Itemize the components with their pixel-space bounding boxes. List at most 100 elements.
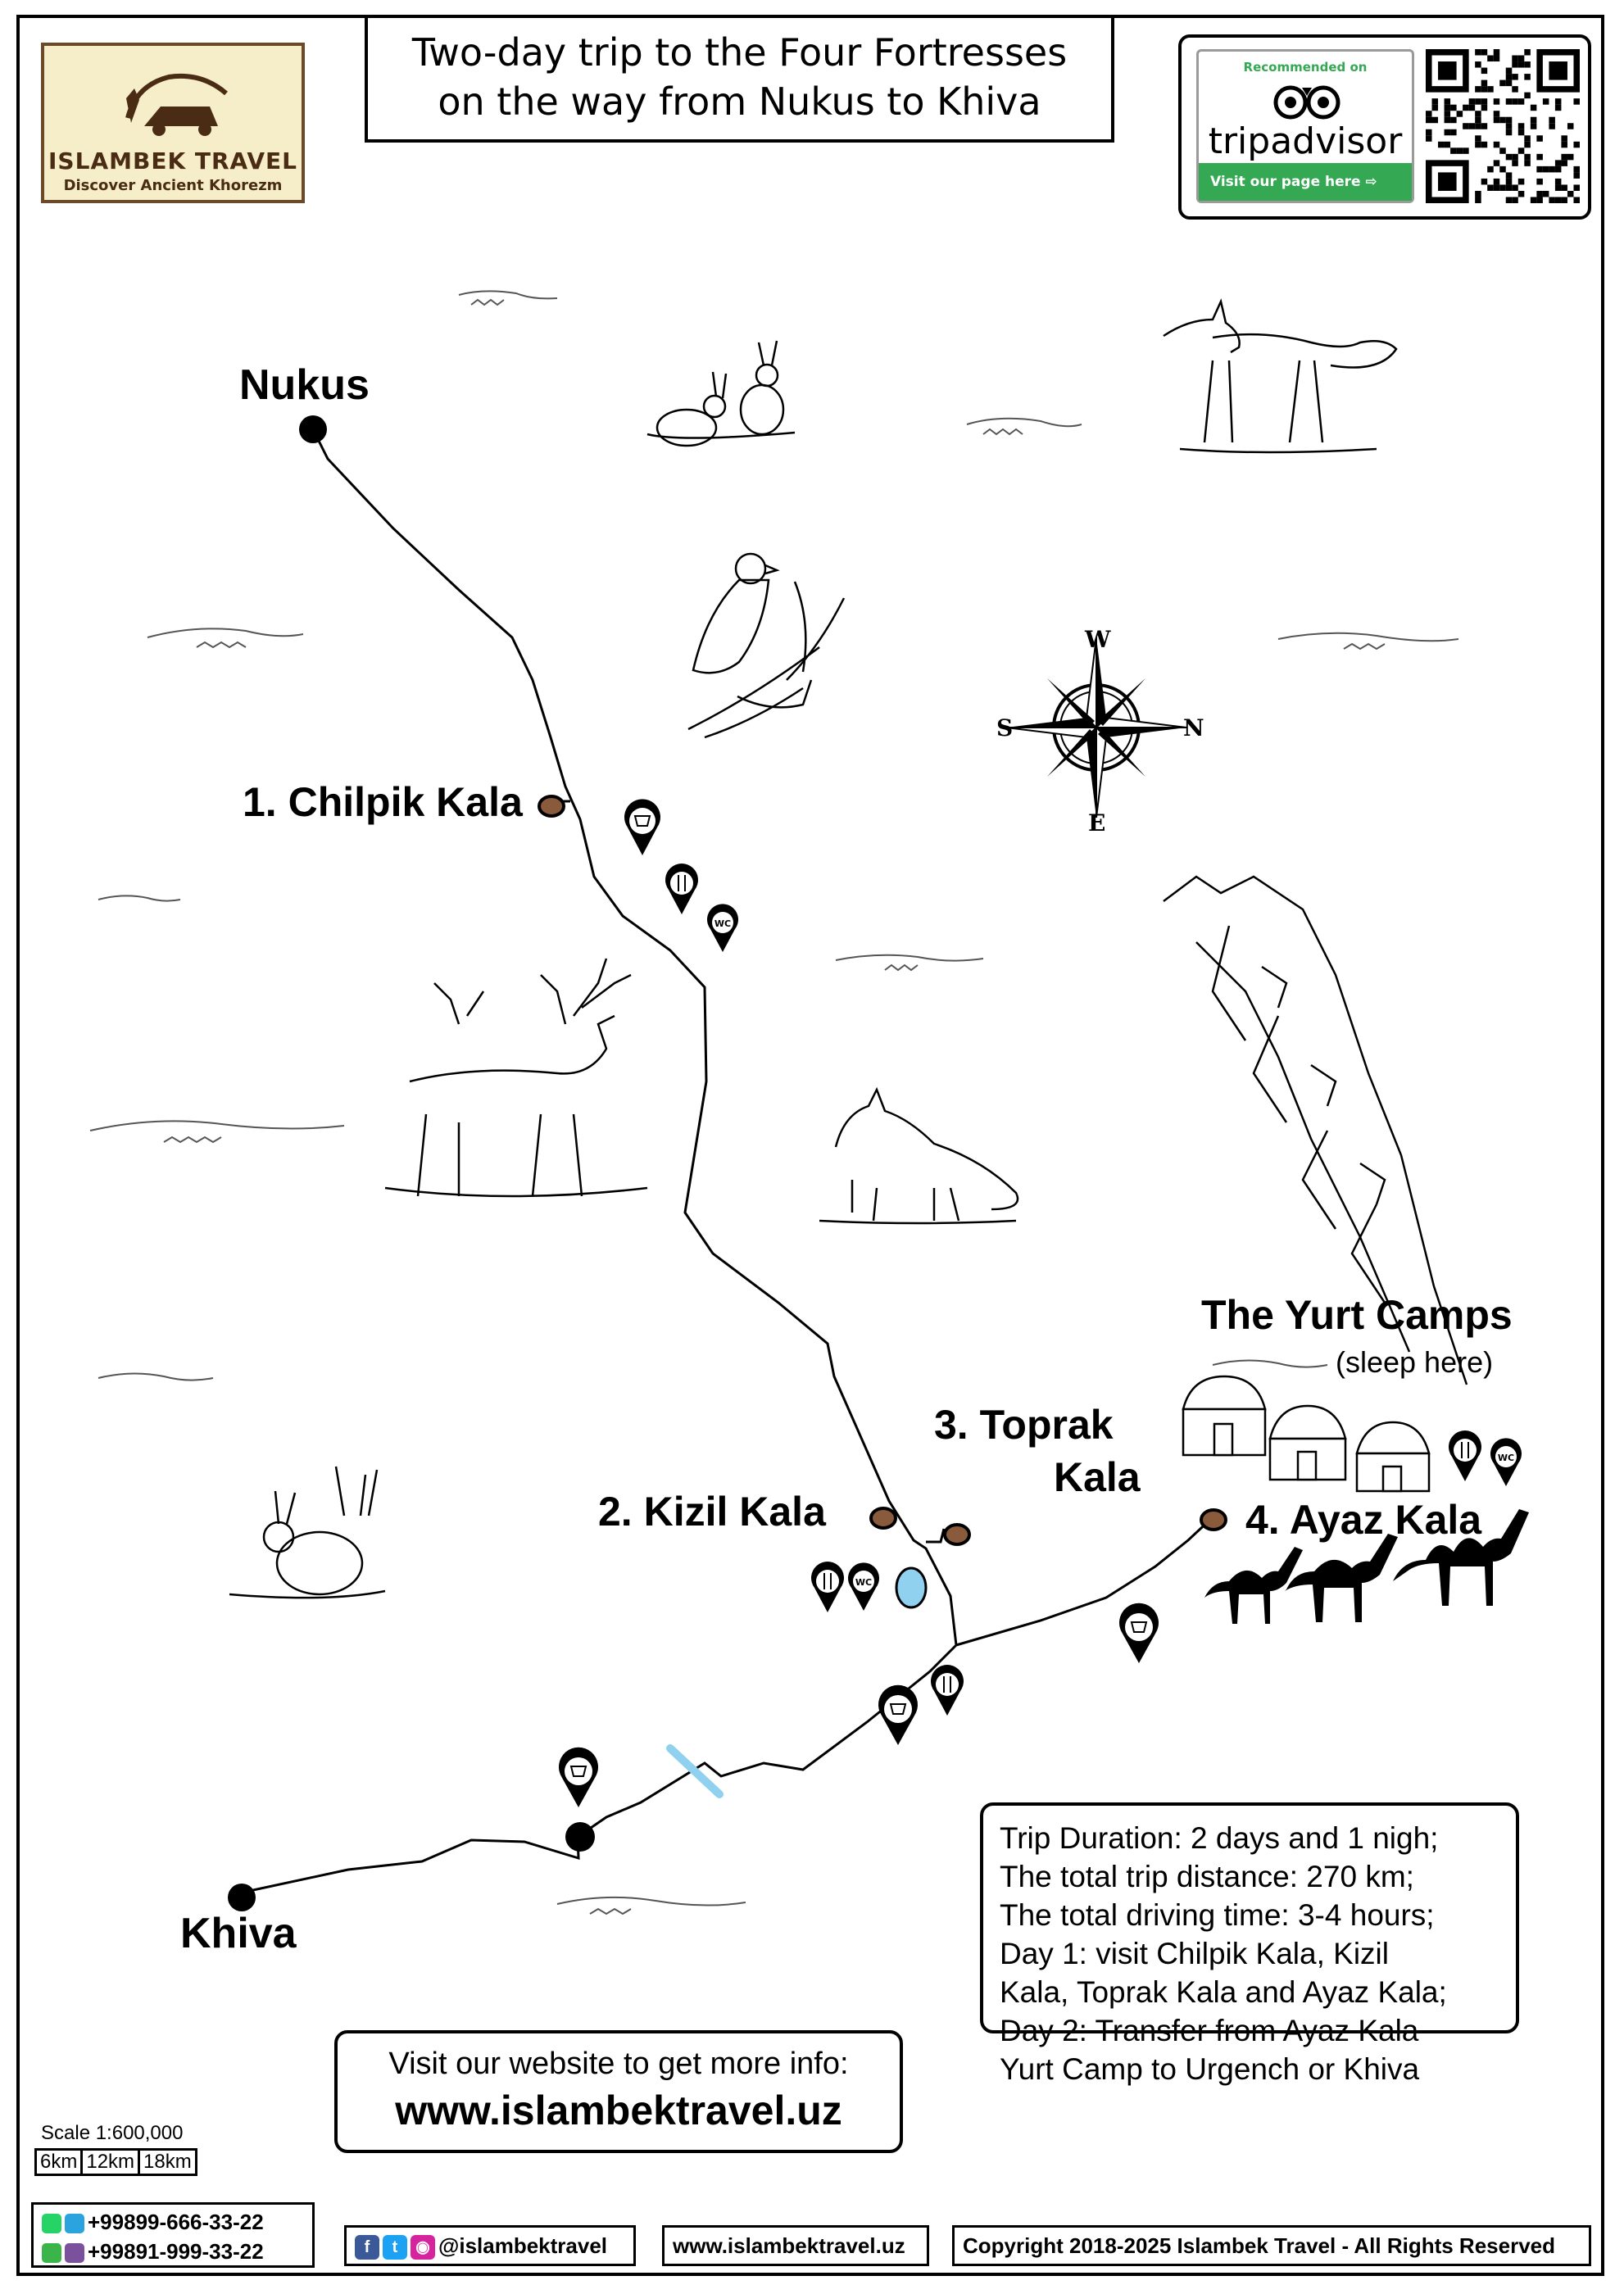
compass-s: S xyxy=(996,714,1014,741)
info-line: The total trip distance: 270 km; xyxy=(1000,1860,1414,1893)
brand-logo[interactable]: ISLAMBEK TRAVEL Discover Ancient Khorezm xyxy=(41,43,305,203)
footer-website-url: www.islambektravel.uz xyxy=(673,2233,905,2258)
rabbit-sketch xyxy=(229,1466,386,1599)
site-label-chilpik: 1. Chilpik Kala xyxy=(243,779,523,825)
shop-icon xyxy=(559,1747,598,1807)
wc-icon: WC xyxy=(848,1562,879,1611)
tripadvisor-recommended: Recommended on xyxy=(1243,60,1368,75)
scale-tick: 12km xyxy=(83,2151,141,2174)
restaurant-icon xyxy=(931,1665,964,1716)
title-line-1: Two-day trip to the Four Fortresses xyxy=(411,30,1068,75)
svg-text:WC: WC xyxy=(855,1577,872,1588)
site-label-toprak-1: 3. Toprak xyxy=(934,1402,1114,1448)
restaurant-icon xyxy=(1449,1430,1481,1481)
phone-2[interactable]: +99891-999-33-22 xyxy=(42,2239,264,2265)
tripadvisor-badge[interactable]: Recommended on tripadvisor Visit our pag… xyxy=(1178,34,1591,220)
tripadvisor-logo: tripadvisor xyxy=(1199,120,1412,162)
info-line: Trip Duration: 2 days and 1 nigh; xyxy=(1000,1821,1439,1855)
fox-sketch xyxy=(1163,298,1398,454)
svg-text:WC: WC xyxy=(1498,1453,1514,1463)
route-line xyxy=(241,428,1214,1894)
viber-icon xyxy=(65,2243,84,2264)
owl-icon xyxy=(1273,85,1340,120)
phone-1[interactable]: +99899-666-33-22 xyxy=(42,2210,264,2235)
fortress-marker-kizil xyxy=(869,1507,897,1530)
brand-tagline: Discover Ancient Khorezm xyxy=(63,177,283,194)
fortress-marker-toprak xyxy=(943,1523,971,1546)
restaurant-icon xyxy=(811,1562,844,1612)
twitter-icon: t xyxy=(383,2235,407,2260)
city-label-khiva: Khiva xyxy=(180,1910,297,1957)
junction-dot xyxy=(565,1822,595,1852)
info-line: Yurt Camp to Urgench or Khiva xyxy=(1000,2052,1420,2086)
shop-icon xyxy=(1119,1603,1159,1663)
arrow-right-icon: ⇨ xyxy=(1365,174,1377,190)
compass-e: E xyxy=(1088,809,1106,836)
scale-tick: 6km xyxy=(37,2151,84,2174)
fortress-markers xyxy=(538,795,1227,1546)
fortress-marker-chilpik xyxy=(538,795,565,818)
tripadvisor-cta[interactable]: Visit our page here ⇨ xyxy=(1199,163,1412,201)
info-line: Day 1: visit Chilpik Kala, Kizil xyxy=(1000,1937,1389,1970)
phone-2-number: +99891-999-33-22 xyxy=(88,2239,264,2264)
rabbits-sketch xyxy=(646,340,796,447)
mountain-sketch xyxy=(1163,875,1468,1385)
facebook-icon: f xyxy=(355,2235,379,2260)
yurts-sketch xyxy=(1182,1375,1431,1493)
wc-icon: WC xyxy=(1490,1438,1522,1486)
scale-bar: 6km 12km 18km xyxy=(34,2148,197,2176)
compass-rose xyxy=(1005,637,1187,818)
info-line: Day 2: Transfer from Ayaz Kala xyxy=(1000,2014,1419,2047)
website-box[interactable]: Visit our website to get more info: www.… xyxy=(334,2030,903,2153)
social-handle: @islambektravel xyxy=(438,2233,608,2258)
phone-1-number: +99899-666-33-22 xyxy=(88,2210,264,2234)
tripadvisor-logo-advisor: advisor xyxy=(1270,120,1403,162)
copyright: Copyright 2018-2025 Islambek Travel - Al… xyxy=(952,2225,1591,2266)
title-box: Two-day trip to the Four Fortresses on t… xyxy=(365,15,1114,143)
site-label-ayaz: 4. Ayaz Kala xyxy=(1245,1497,1482,1543)
fox-sketch-2 xyxy=(819,1086,1019,1225)
city-label-nukus: Nukus xyxy=(239,361,370,409)
website-link[interactable]: www.islambektravel.uz xyxy=(395,2088,842,2133)
compass-n: N xyxy=(1183,714,1204,741)
whatsapp-icon xyxy=(42,2214,61,2234)
river-segment xyxy=(666,1744,724,1798)
tripadvisor-card[interactable]: Recommended on tripadvisor Visit our pag… xyxy=(1196,49,1414,203)
trip-info-box: Trip Duration: 2 days and 1 nigh; The to… xyxy=(980,1802,1519,2086)
shop-icon xyxy=(624,799,660,855)
site-label-kizil: 2. Kizil Kala xyxy=(598,1489,826,1535)
scale-label: Scale 1:600,000 xyxy=(41,2122,184,2144)
compass-w: W xyxy=(1085,626,1111,653)
tripadvisor-cta-label: Visit our page here xyxy=(1210,174,1361,190)
wc-icon: WC xyxy=(707,904,738,952)
car-logo-icon xyxy=(125,73,228,136)
fortress-marker-ayaz xyxy=(1200,1508,1227,1531)
dune-sketches xyxy=(89,290,1459,1915)
eagle-sketch xyxy=(687,552,846,739)
shop-icon xyxy=(878,1684,918,1745)
restaurant-icon xyxy=(665,864,698,914)
lake xyxy=(895,1566,928,1609)
info-line: Kala, Toprak Kala and Ayaz Kala; xyxy=(1000,1975,1447,2009)
yurt-camps-note: (sleep here) xyxy=(1336,1345,1494,1379)
copyright-text: Copyright 2018-2025 Islambek Travel - Al… xyxy=(963,2233,1555,2258)
tripadvisor-logo-trip: trip xyxy=(1208,120,1271,162)
info-line: The total driving time: 3-4 hours; xyxy=(1000,1898,1435,1932)
instagram-icon: ◉ xyxy=(411,2235,435,2260)
camels-sketch xyxy=(1204,1509,1529,1624)
qr-code-icon[interactable] xyxy=(1426,49,1580,203)
title-line-2: on the way from Nukus to Khiva xyxy=(438,79,1041,124)
telegram-icon xyxy=(65,2214,84,2234)
site-label-toprak-2: Kala xyxy=(1054,1454,1141,1500)
yurt-camps-title: The Yurt Camps xyxy=(1201,1292,1513,1338)
website-label: Visit our website to get more info: xyxy=(388,2047,849,2081)
phone-box: +99899-666-33-22 +99891-999-33-22 xyxy=(31,2202,315,2268)
pin-markers: WC WC WC xyxy=(559,799,1522,1807)
wechat-icon xyxy=(42,2243,61,2264)
brand-name: ISLAMBEK TRAVEL xyxy=(48,147,297,175)
nukus-dot xyxy=(299,415,327,443)
footer-website[interactable]: www.islambektravel.uz xyxy=(662,2225,929,2266)
scale-tick: 18km xyxy=(143,2151,192,2173)
